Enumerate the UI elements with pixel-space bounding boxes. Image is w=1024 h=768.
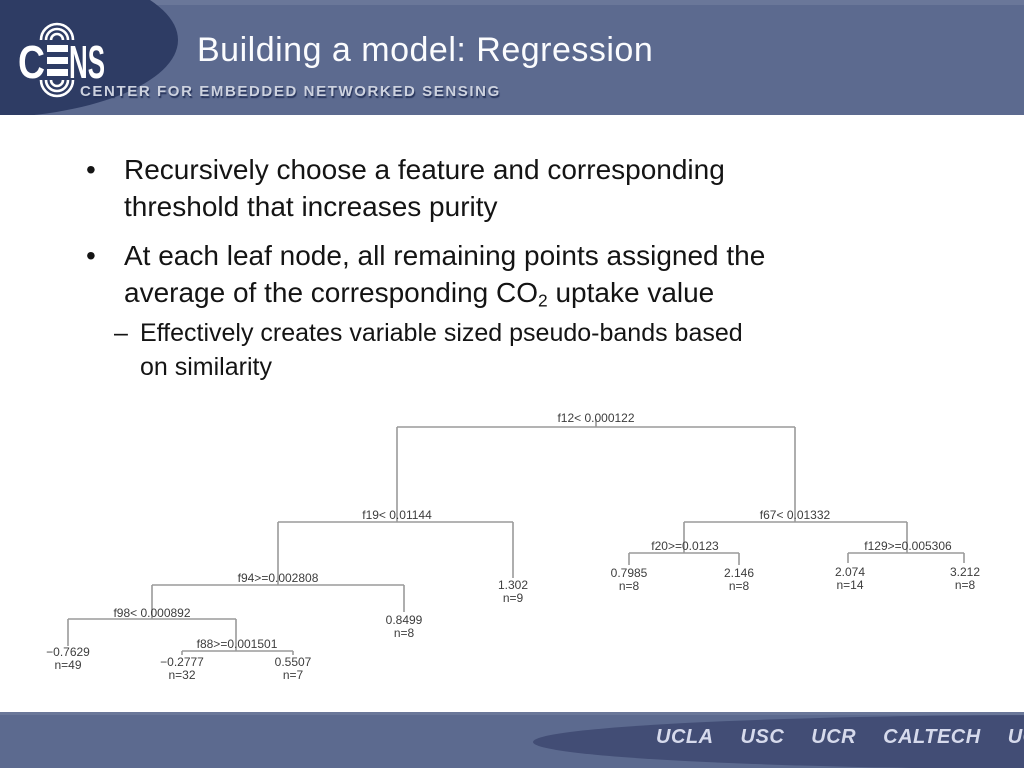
institution-label: UCR xyxy=(811,726,857,748)
tree-split-label: f12< 0.000122 xyxy=(557,411,634,425)
institution-label: UCLA xyxy=(656,726,714,748)
tree-leaf-value: −0.7629 xyxy=(46,645,90,659)
institution-label: USC xyxy=(740,726,785,748)
bullet-recursive-threshold: • Recursively choose a feature and corre… xyxy=(0,151,1010,225)
footer-band-top-edge xyxy=(0,712,1024,715)
cens-logo-arc xyxy=(44,27,70,41)
subbullet-pseudo-bands: – Effectively creates variable sized pse… xyxy=(0,316,1010,384)
tree-leaf-count: n=8 xyxy=(729,579,750,593)
tree-split-label: f67< 0.01332 xyxy=(760,508,831,522)
co2-subscript: 2 xyxy=(538,290,548,311)
tree-split-label: f98< 0.000892 xyxy=(113,606,190,620)
cens-logo-e-bar xyxy=(47,57,68,64)
cens-logo-arc xyxy=(39,22,75,41)
tree-split-label: f19< 0.01144 xyxy=(362,508,432,522)
subbullet-marker: – xyxy=(114,319,128,347)
bullet-line: threshold that increases purity xyxy=(124,191,498,222)
cens-subtitle: CENTER FOR EMBEDDED NETWORKED SENSING xyxy=(80,83,501,100)
tree-leaf-count: n=9 xyxy=(503,591,524,605)
footer-ellipse xyxy=(533,715,1024,768)
header-banner: C NS xyxy=(0,0,1024,115)
tree-split-label: f20>=0.0123 xyxy=(651,539,719,553)
cens-logo-arc xyxy=(49,32,65,41)
tree-leaf-value: 2.074 xyxy=(835,565,865,579)
page-title: Building a model: Regression xyxy=(197,31,654,69)
bullet-line: Recursively choose a feature and corresp… xyxy=(124,154,725,185)
header-band-top-edge xyxy=(0,0,1024,5)
bullet-line: average of the corresponding CO2 uptake … xyxy=(124,277,715,311)
bullet-line: on similarity xyxy=(140,353,272,381)
bullet-leaf-average: • At each leaf node, all remaining point… xyxy=(0,237,1010,319)
bullet-marker: • xyxy=(86,154,96,185)
tree-leaf-value: 0.5507 xyxy=(275,655,312,669)
cens-logo-arc xyxy=(49,79,65,88)
cens-logo-arc xyxy=(44,79,70,93)
tree-leaf-count: n=8 xyxy=(955,578,976,592)
tree-leaf-count: n=49 xyxy=(54,658,81,672)
tree-leaf-value: 0.7985 xyxy=(611,566,648,580)
tree-leaf-value: 3.212 xyxy=(950,565,980,579)
tree-leaf-count: n=8 xyxy=(394,626,415,640)
cens-logo-e-bar xyxy=(47,69,68,76)
bullet-line: Effectively creates variable sized pseud… xyxy=(140,319,743,347)
tree-leaf-value: 1.302 xyxy=(498,578,528,592)
cens-logo: C NS xyxy=(18,22,105,98)
tree-leaf-count: n=8 xyxy=(619,579,640,593)
cens-logo-text-ns: NS xyxy=(69,36,105,88)
tree-leaf-value: 0.8499 xyxy=(386,613,423,627)
cens-logo-e-bar xyxy=(47,45,68,52)
cens-logo-text-c: C xyxy=(18,36,45,88)
tree-leaf-count: n=14 xyxy=(836,578,863,592)
tree-leaf-value: −0.2777 xyxy=(160,655,204,669)
footer-banner xyxy=(0,712,1024,768)
bullet-line: At each leaf node, all remaining points … xyxy=(124,240,766,271)
bullet-marker: • xyxy=(86,240,96,271)
institution-label: UCM xyxy=(1007,726,1024,748)
cens-logo-arc xyxy=(39,79,75,98)
tree-leaf-value: 2.146 xyxy=(724,566,754,580)
footer-institutions: UCLA USC UCR CALTECH UCM xyxy=(656,726,1024,749)
tree-leaf-count: n=7 xyxy=(283,668,304,682)
tree-leaf-count: n=32 xyxy=(168,668,195,682)
tree-split-label: f88>=0.001501 xyxy=(197,637,278,651)
institution-label: CALTECH xyxy=(883,726,981,748)
tree-split-label: f129>=0.005306 xyxy=(864,539,952,553)
tree-split-label: f94>=0.002808 xyxy=(238,571,319,585)
